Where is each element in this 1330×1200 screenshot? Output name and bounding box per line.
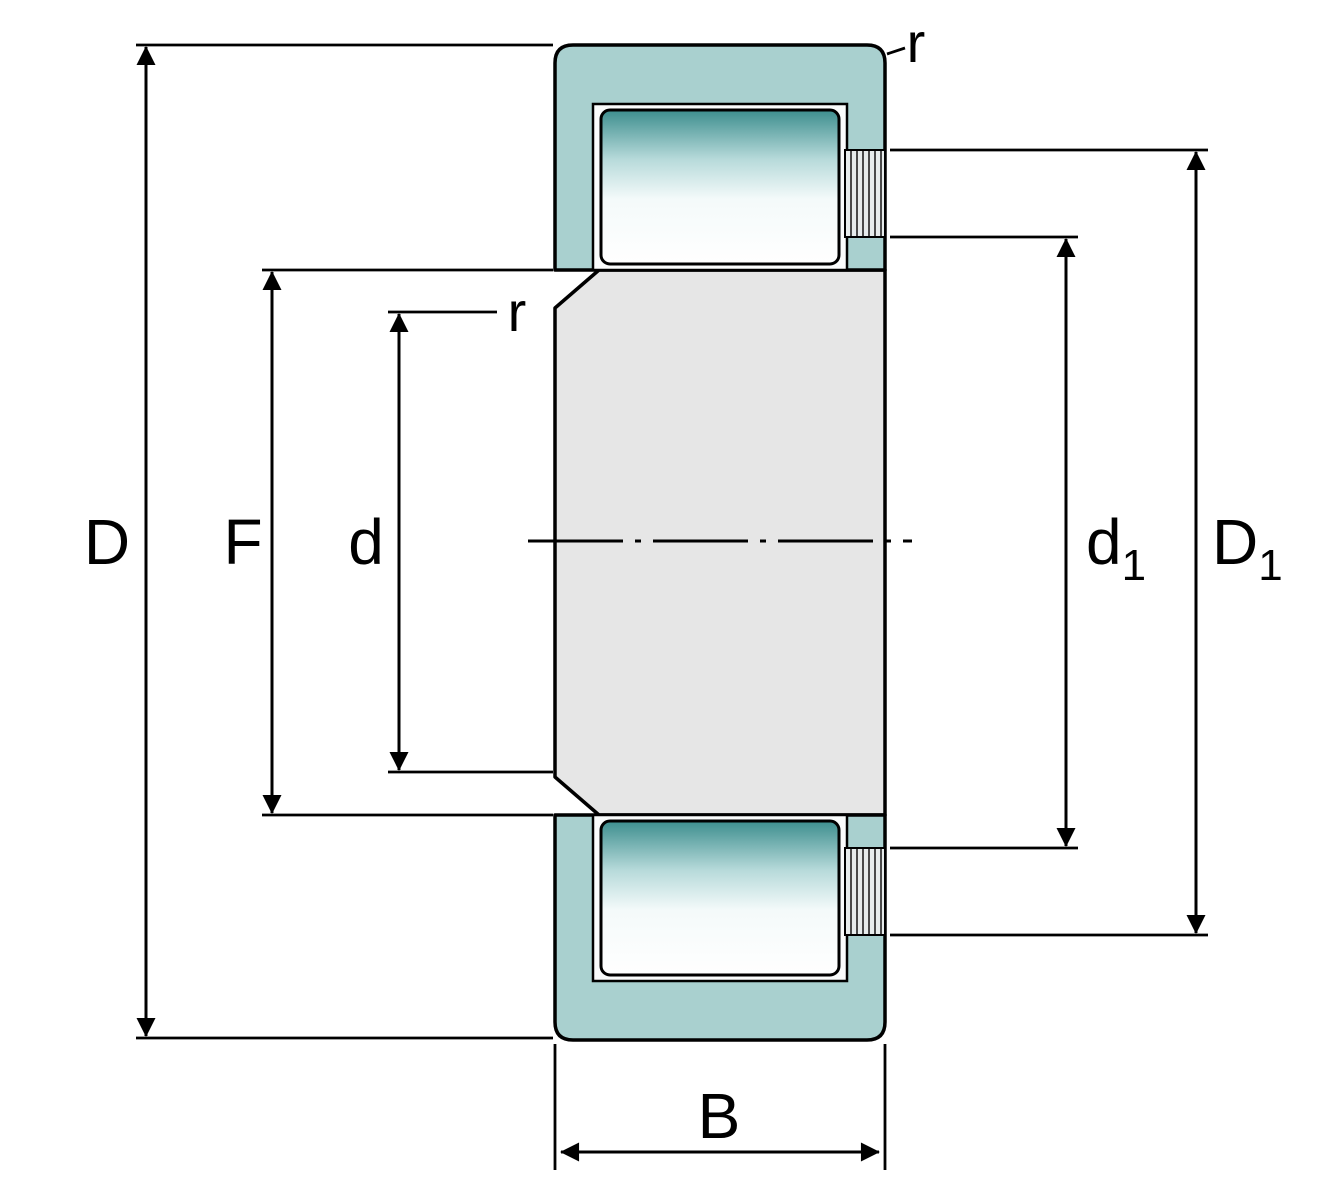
label-corner-radius-outer: r	[907, 11, 926, 74]
dimension-arrows	[136, 46, 1206, 1162]
label-d1-base: d	[1086, 506, 1122, 578]
label-bore-diameter-d: d	[348, 506, 384, 578]
label-D1-base: D	[1212, 506, 1258, 578]
roller-top	[599, 108, 841, 266]
leader-line-r-outer	[886, 46, 906, 56]
label-corner-radius-inner: r	[508, 280, 527, 343]
label-outer-diameter-D: D	[84, 506, 130, 578]
label-flange-diameter-F: F	[223, 506, 262, 578]
label-D1: D1	[1212, 506, 1283, 590]
cage-section-top	[844, 149, 886, 238]
label-d1: d1	[1086, 506, 1146, 590]
label-d1-subscript: 1	[1122, 541, 1146, 590]
label-width-B: B	[698, 1080, 741, 1152]
label-D1-subscript: 1	[1258, 541, 1282, 590]
roller-bottom	[599, 819, 841, 977]
cage-section-bottom	[844, 847, 886, 936]
extension-lines	[136, 43, 1208, 1170]
